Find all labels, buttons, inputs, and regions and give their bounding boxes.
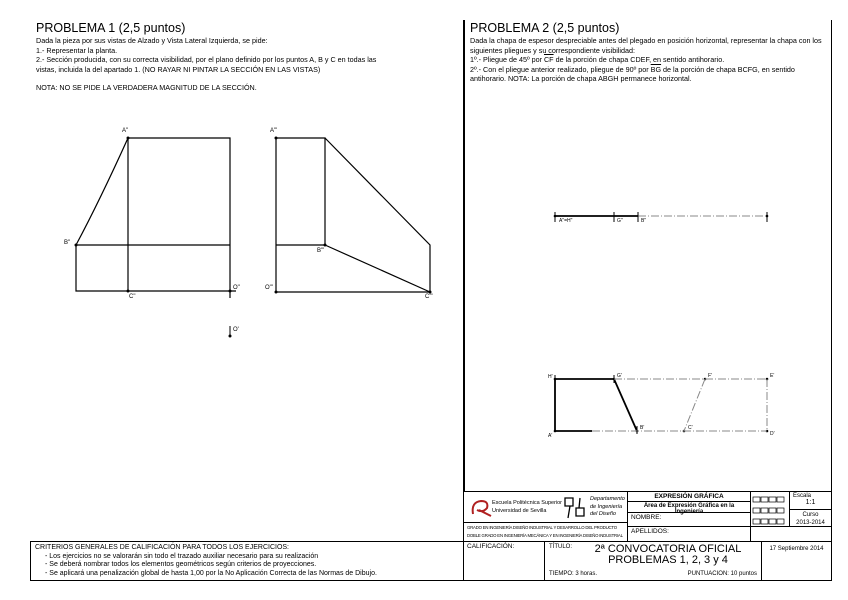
label-G1: G': [617, 373, 622, 379]
name-field[interactable]: NOMBRE:: [627, 512, 751, 527]
date: 17 Septiembre 2014: [761, 541, 832, 581]
t: BG: [650, 64, 662, 74]
line: 1º.- Pliegue de 45º por CF de la porción…: [470, 55, 828, 65]
label-B2: B": [64, 240, 71, 246]
dept: de Ingeniería: [590, 503, 623, 510]
label-E1: E': [770, 373, 775, 379]
divider: [463, 20, 465, 491]
t: 1º.- Pliegue de 45º por: [470, 55, 544, 65]
group-selector[interactable]: [750, 491, 790, 527]
criteria-item: - Se aplicará una penalización global de…: [45, 569, 377, 577]
sheet-plan-bottom: [554, 375, 768, 434]
scale-label: Escala: [793, 493, 812, 499]
line: 2.- Sección producida, con su correcta v…: [36, 55, 377, 65]
criteria-item: - Los ejercicios no se valorarán sin tod…: [45, 552, 319, 560]
problem2-statement: Dada la chapa de espesor despreciable an…: [470, 36, 828, 84]
label-O3: O'": [265, 285, 273, 291]
exam-subtitle: PROBLEMAS 1, 2, 3 y 4: [608, 554, 728, 566]
t: de la porción de chapa BCFG, en sentido: [661, 64, 795, 74]
score: PUNTUACION: 10 puntos: [687, 571, 757, 577]
dept: Departamento: [590, 496, 625, 502]
label-C3: C'": [425, 294, 433, 300]
scale-value: 1:1: [805, 499, 816, 506]
label-A2: A": [122, 128, 129, 134]
course-value: 2013-2014: [796, 520, 825, 526]
label-F1: F': [708, 373, 713, 379]
label-B2p: B": [641, 218, 647, 224]
title-label: TÍTULO:: [549, 544, 573, 550]
department-logo-icon: [564, 497, 585, 519]
label-B3: B'": [317, 248, 325, 254]
label-AH2: A"=H": [559, 218, 573, 224]
line: Dada la chapa de espesor despreciable an…: [470, 36, 822, 45]
school: Escuela Politécnica Superior: [492, 500, 563, 506]
t: de la porción de chapa CDEF, en sentido …: [553, 55, 725, 65]
elevation-view: [75, 137, 236, 298]
criteria-box: CRITERIOS GENERALES DE CALIFICACIÓN PARA…: [30, 541, 463, 581]
side-view: [275, 137, 431, 293]
label-H1: H': [548, 374, 553, 380]
course-label: Curso: [802, 512, 819, 518]
sheet-plan-top: [554, 212, 768, 222]
label-A1: A': [548, 433, 553, 439]
problem1-statement: Dada la pieza por sus vistas de Alzado y…: [36, 36, 376, 93]
criteria-title: CRITERIOS GENERALES DE CALIFICACIÓN PARA…: [35, 544, 290, 551]
time: TIEMPO: 3 horas.: [549, 571, 598, 577]
group-boxes: [752, 496, 785, 525]
label-A3: A'": [270, 128, 278, 134]
dept: del Diseño: [590, 511, 616, 517]
label-C1: C': [688, 425, 693, 431]
label-D1: D': [770, 431, 775, 437]
university-logo-icon: [471, 499, 492, 517]
exam-title: 2ª CONVOCATORIA OFICIAL: [594, 543, 742, 555]
degree: GRADO EN INGENIERÍA DISEÑO INDUSTRIAL Y …: [467, 525, 617, 530]
note: NOTA: NO SE PIDE LA VERDADERA MAGNITUD D…: [36, 83, 257, 93]
criteria-item: - Se deberá nombrar todos los elementos …: [45, 561, 317, 569]
line: 1.- Representar la planta.: [36, 45, 118, 55]
grade-cell: CALIFICACIÓN:: [463, 541, 545, 581]
line: antihorario. NOTA: La porción de chapa A…: [470, 74, 692, 84]
problem1-title: PROBLEMA 1 (2,5 puntos): [36, 21, 186, 35]
label-B1: B': [640, 425, 645, 431]
label-G2: G": [617, 218, 623, 224]
course-cell: Curso 2013-2014: [789, 509, 832, 527]
label-O2: O": [233, 285, 240, 291]
problem2-title: PROBLEMA 2 (2,5 puntos): [470, 21, 620, 35]
label-C2: C": [129, 294, 136, 300]
degree-cell: GRADO EN INGENIERÍA DISEÑO INDUSTRIAL Y …: [463, 522, 628, 542]
t: CF: [543, 55, 554, 65]
label-O1: O': [233, 327, 239, 333]
university: Universidad de Sevilla: [492, 508, 547, 514]
degree: DOBLE GRADO EN INGENIERÍA MECÁNICA Y EN …: [467, 533, 623, 538]
t: 2º.- Con el pliegue anterior realizado, …: [470, 64, 651, 74]
line: vistas, incluida la del apartado 1. (NO …: [36, 64, 321, 74]
line: Dada la pieza por sus vistas de Alzado y…: [36, 36, 268, 45]
line: siguientes pliegues y su correspondiente…: [470, 45, 636, 55]
surname-field[interactable]: APELLIDOS:: [627, 526, 751, 542]
line: 2º.- Con el pliegue anterior realizado, …: [470, 65, 828, 75]
